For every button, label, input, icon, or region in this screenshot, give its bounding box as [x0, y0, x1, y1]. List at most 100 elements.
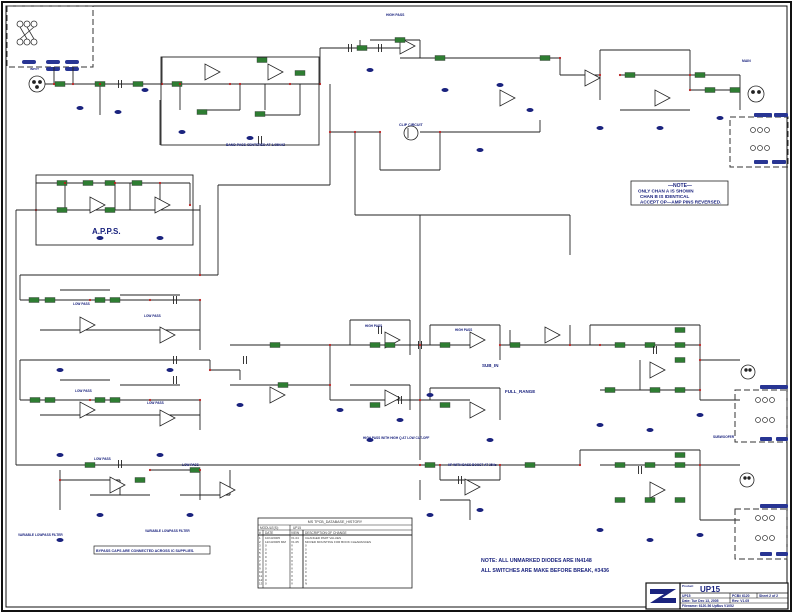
resistor-icon — [109, 397, 121, 403]
rev-table-module: UP15 — [293, 526, 301, 530]
opamp-icon — [79, 316, 96, 334]
opamp-icon — [469, 331, 486, 349]
rev-table-cell: 0 — [265, 547, 267, 551]
ground-icon — [656, 126, 664, 130]
resistor-icon — [356, 45, 368, 51]
highpass-mid-label-1: HIGH PASS — [365, 324, 382, 328]
resistor-icon — [674, 357, 686, 363]
doc-filename: Filename: 6120-56 UpBus V1052 — [682, 604, 734, 608]
opamp-icon — [267, 63, 284, 81]
resistor-icon — [614, 497, 626, 503]
resistor-icon — [84, 462, 96, 468]
junction-dot — [378, 130, 382, 134]
rev-table-module-label: MODULE(S): — [260, 526, 279, 530]
rev-table-cell: V — [291, 574, 293, 578]
xlr-sub-jack-icon — [740, 364, 756, 380]
rev-table-cell: 12 — [259, 578, 263, 582]
sub-output-box — [734, 389, 788, 443]
input-label: INPUT — [30, 67, 39, 71]
opamp-icon — [584, 69, 601, 87]
junction-dot — [288, 82, 292, 86]
junction-dot — [618, 73, 622, 77]
junction-dot — [578, 463, 582, 467]
bypass-note: BYPASS CAPS ARE CONNECTED ACROSS IC SUPP… — [96, 549, 194, 553]
rev-table-cell: 0 — [305, 563, 307, 567]
rev-table-cell: 0 — [305, 559, 307, 563]
opamp-icon — [649, 361, 666, 379]
junction-dot — [598, 73, 602, 77]
resistor-icon — [256, 57, 268, 63]
junction-dot — [598, 343, 602, 347]
resistor-icon — [674, 387, 686, 393]
resistor-icon — [624, 72, 636, 78]
rev-table-cell: V — [291, 547, 293, 551]
junction-dot — [688, 88, 692, 92]
resistor-icon — [614, 342, 626, 348]
rev-table-cell: 0 — [265, 544, 267, 548]
junction-dot — [438, 130, 442, 134]
resistor-icon — [439, 342, 451, 348]
resistor-icon — [674, 327, 686, 333]
ground-icon — [156, 236, 164, 240]
ground-icon — [186, 513, 194, 517]
bandpass-label: BAND-PASS CENTERED AT 1.05KHZ — [226, 143, 285, 147]
resistor-icon — [56, 180, 68, 186]
grounds — [56, 68, 724, 542]
opamp-icon — [269, 386, 286, 404]
doc-number: PCB# 6120 — [732, 594, 750, 598]
resistors — [28, 37, 741, 503]
resistor-icon — [394, 37, 406, 43]
junction-dot — [98, 82, 102, 86]
resistor-icon — [44, 297, 56, 303]
resistor-icon — [539, 55, 551, 61]
opamp-icon — [499, 89, 516, 107]
rev-table-cell: 3 — [259, 544, 261, 548]
rev-table-cell: 10 — [259, 570, 263, 574]
junction-dot — [148, 468, 152, 472]
resistor-icon — [644, 342, 656, 348]
junction-dot — [418, 463, 422, 467]
resistor-icon — [44, 397, 56, 403]
resistor-icon — [649, 387, 661, 393]
subwoofer-label: SUBWOOFER — [713, 435, 735, 439]
ground-icon — [696, 533, 704, 537]
xlr-input-jack-icon — [28, 75, 46, 93]
highpass-top-label: HIGH PASS — [386, 13, 405, 17]
sheet-number: Sheet 2 of 2 — [759, 594, 778, 598]
opamp-icon — [469, 401, 486, 419]
resistor-icon — [294, 70, 306, 76]
doc-date: Date: Tue Dec 13, 2005 — [682, 599, 719, 603]
junction-dot — [568, 343, 572, 347]
resistor-icon — [82, 180, 94, 186]
rev-table-cell: 0 — [265, 551, 267, 555]
ground-icon — [246, 136, 254, 140]
junction-dot — [688, 73, 692, 77]
opamps — [79, 37, 671, 499]
rev-table-cell: V1.04 — [291, 536, 299, 540]
resistor-icon — [434, 55, 446, 61]
main-label: MAIN — [742, 59, 751, 63]
lowpass-label-1: LOW PASS — [73, 302, 90, 306]
main-output-box — [729, 116, 789, 168]
bandpass-section-frame — [160, 56, 320, 146]
junction-dot — [698, 463, 702, 467]
doc-name: UP15 — [682, 594, 691, 598]
clip-transistor-icon — [403, 125, 419, 141]
resistor-icon — [28, 297, 40, 303]
rev-table-cell: CHANGED PART VALUES — [305, 536, 341, 540]
lowpass-label-3: LOW PASS — [75, 389, 92, 393]
ground-icon — [716, 116, 724, 120]
ground-icon — [166, 368, 174, 372]
ground-icon — [56, 453, 64, 457]
hp-boost-label: HP WITH BASS BOOST AT 35Hz — [448, 463, 497, 467]
junction-dot — [228, 82, 232, 86]
junction-dot — [188, 203, 192, 207]
junction-dot — [178, 82, 182, 86]
lowpass-label-4: LOW PASS — [147, 401, 164, 405]
junction-dot — [418, 398, 422, 402]
rev-table-cell: V — [291, 551, 293, 555]
ground-icon — [476, 508, 484, 512]
resistor-icon — [269, 342, 281, 348]
ground-icon — [696, 413, 704, 417]
